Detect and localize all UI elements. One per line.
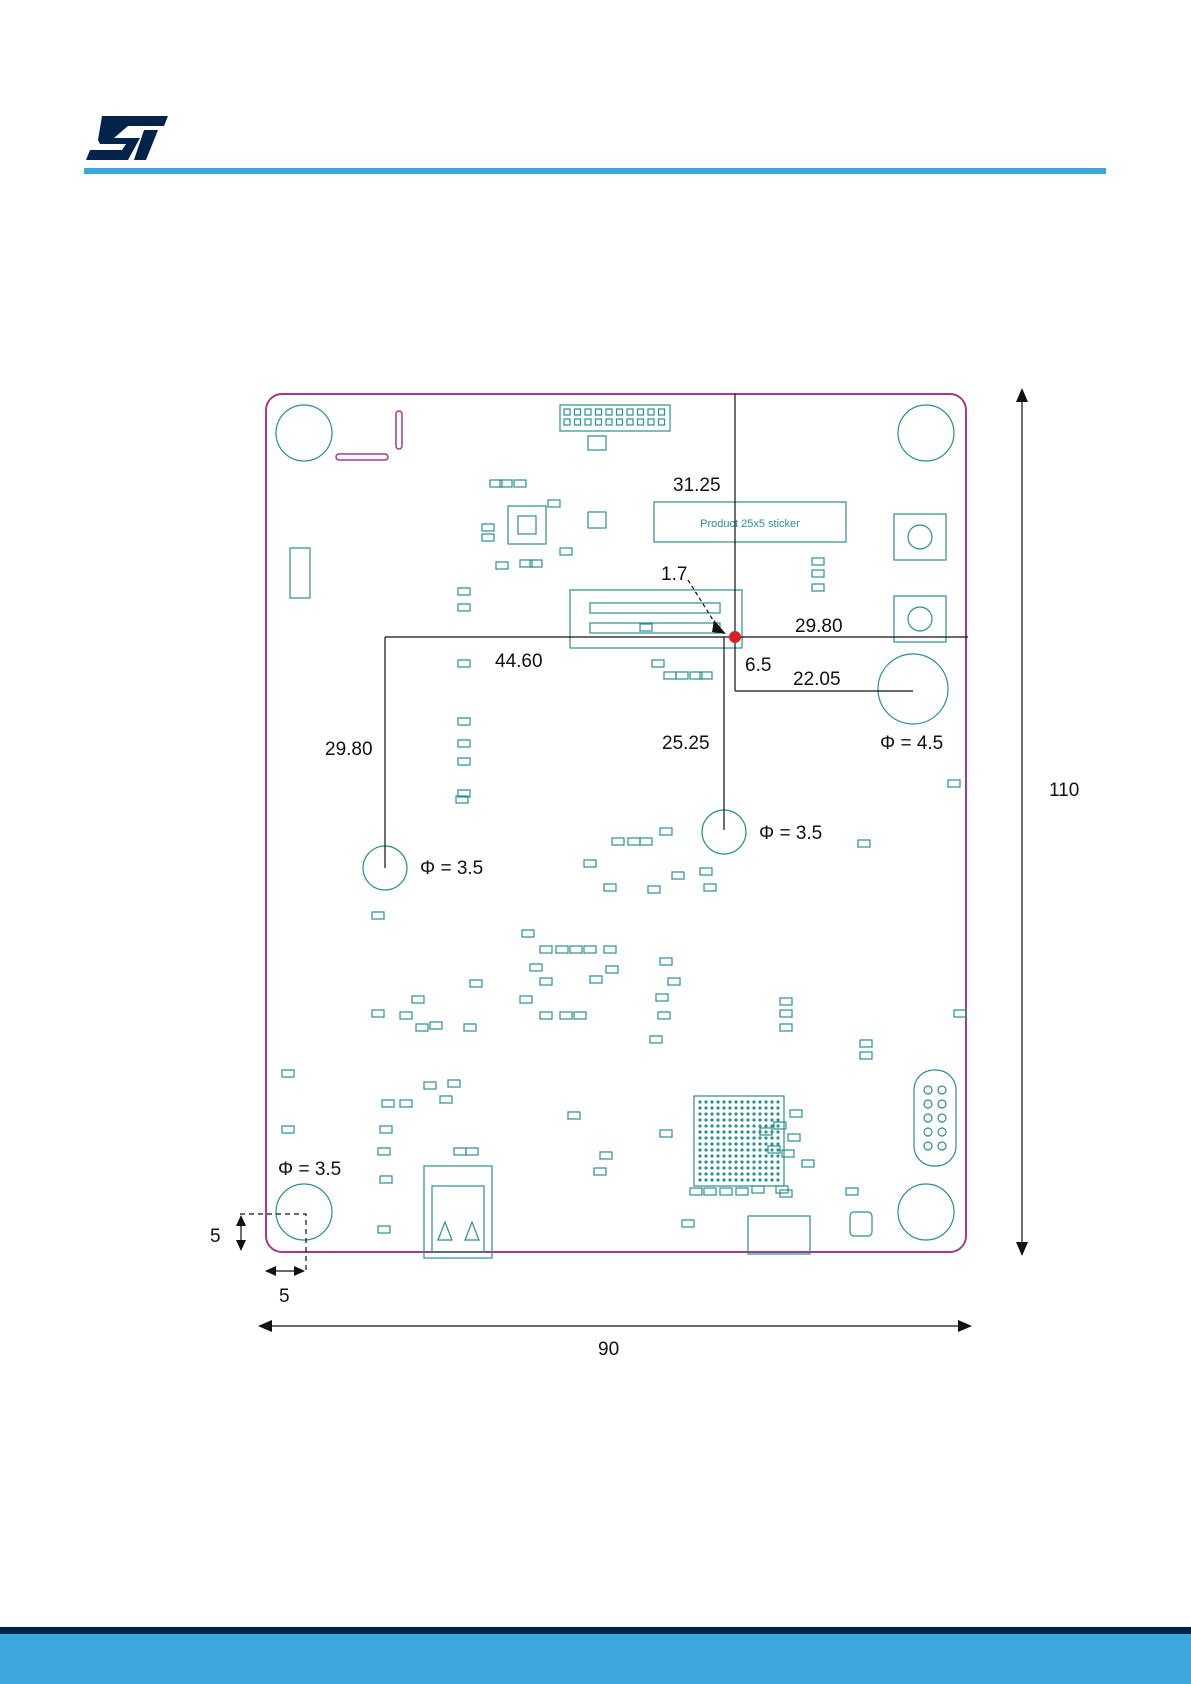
dim-label-corner-x: 5: [279, 1286, 290, 1307]
edge-mark-horizontal: [336, 454, 388, 460]
bga-chip: [694, 1096, 784, 1186]
chip-qfn-top: [508, 506, 546, 544]
round-connector: [914, 1070, 956, 1166]
dim-label-corner-y: 5: [210, 1226, 221, 1247]
edge-mark-vertical: [396, 411, 402, 449]
mounting-hole-bottom-left: [276, 1184, 332, 1240]
hole-label-corner: Φ = 3.5: [278, 1159, 341, 1180]
leader-1-7: [688, 580, 718, 628]
dim-label-corner-offset: 1.7: [661, 564, 687, 585]
sticker-label: Product 25x5 sticker: [700, 518, 800, 530]
mounting-hole-large: [878, 654, 948, 724]
dim-label-height: 110: [1049, 780, 1079, 801]
mounting-hole-bottom-right: [898, 1184, 954, 1240]
chip-u5: [588, 512, 606, 528]
header-connector: [560, 405, 670, 431]
dim-label-top-offset: 31.25: [673, 475, 721, 496]
hole-label-center: Φ = 3.5: [759, 823, 822, 844]
dim-label-left-offset: 44.60: [495, 651, 543, 672]
dim-label-left-vertical: 29.80: [325, 739, 373, 760]
corner-dashed-box: [240, 1214, 306, 1272]
footer-dark-stripe: [0, 1627, 1191, 1634]
footer-band: [0, 1627, 1191, 1684]
board-connector: [570, 590, 742, 648]
board-outline: [266, 394, 966, 1252]
dim-label-center-vertical: 25.25: [662, 733, 710, 754]
dim-label-width: 90: [598, 1339, 619, 1360]
footer-light-stripe: [0, 1634, 1191, 1684]
dim-label-right-offset: 29.80: [795, 616, 843, 637]
mounting-hole-top-right: [898, 405, 954, 461]
switch-bottom: [894, 596, 946, 642]
mounting-hole-top-left: [276, 405, 332, 461]
switch-top: [894, 514, 946, 560]
connector-cn5: [748, 1216, 810, 1254]
dim-label-vertical-gap: 6.5: [745, 655, 771, 676]
button-bottom: [850, 1212, 872, 1236]
hole-label-left: Φ = 3.5: [420, 858, 483, 879]
dim-label-hole-right-offset: 22.05: [793, 669, 841, 690]
usb-connector: [424, 1166, 492, 1258]
chip-u4: [588, 436, 606, 450]
hole-label-large: Φ = 4.5: [880, 733, 943, 754]
reference-marker: [729, 631, 741, 643]
left-header: [290, 548, 310, 598]
